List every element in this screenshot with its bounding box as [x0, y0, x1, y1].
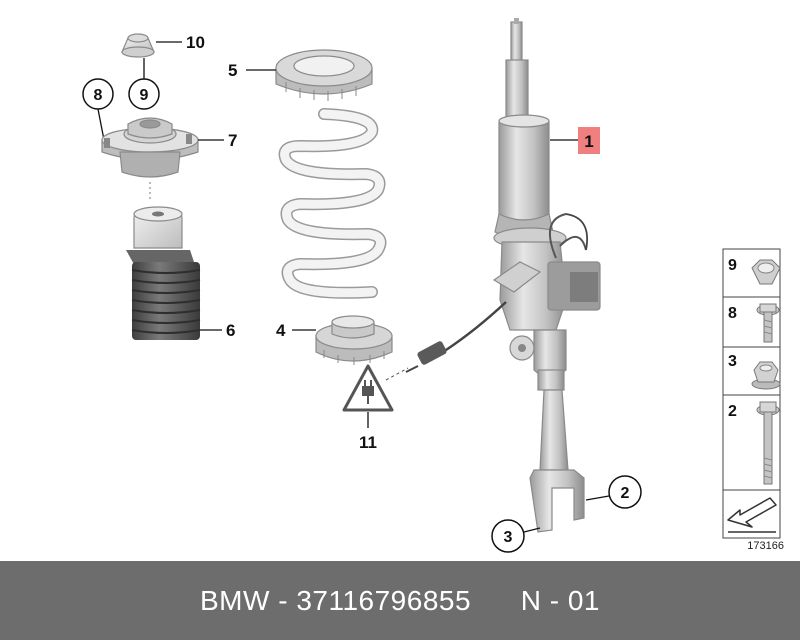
leader-3	[523, 527, 541, 533]
callout-5: 5	[228, 61, 237, 80]
part-10-cap	[121, 33, 155, 58]
hardware-label-2: 2	[728, 403, 737, 420]
diagram-reference-number: 173166	[747, 540, 784, 552]
part-4-lower-spring-seat	[315, 315, 393, 365]
flange-nut-icon	[751, 361, 781, 390]
footer-brand: BMW	[200, 584, 270, 616]
footer-separator: -	[269, 584, 297, 616]
hardware-label-9: 9	[728, 257, 737, 274]
callout-3: 3	[504, 529, 513, 546]
long-bolt-icon	[756, 401, 780, 485]
callout-1: 1	[584, 132, 593, 151]
callout-11: 11	[359, 433, 377, 452]
part-7-strut-mount	[101, 117, 199, 200]
footer-gap	[471, 585, 521, 617]
hardware-label-8: 8	[728, 305, 737, 322]
callout-10: 10	[186, 33, 205, 52]
part-info-footer: BMW - 37116796855 N - 01	[0, 561, 800, 640]
hardware-label-3: 3	[728, 353, 737, 370]
exploded-parts-diagram: 10 8 9 7 6	[82, 18, 781, 553]
part-5-upper-spring-seat	[275, 49, 373, 101]
callout-circle-2	[608, 475, 642, 509]
callout-6: 6	[226, 321, 235, 340]
callout-2: 2	[621, 485, 630, 502]
callout-4: 4	[276, 321, 286, 340]
part-11-electrical-connector-symbol	[342, 364, 409, 428]
coil-spring	[278, 108, 387, 299]
part-6-dust-boot	[126, 206, 201, 340]
leader-8	[97, 108, 105, 141]
callout-circle-3	[491, 519, 525, 553]
callout-8: 8	[94, 87, 103, 104]
nut-icon	[751, 259, 781, 285]
leader-2	[585, 495, 610, 501]
callout-9: 9	[140, 87, 149, 104]
part-1-strut-assembly	[405, 18, 601, 533]
callout-7: 7	[228, 131, 237, 150]
short-bolt-icon	[756, 303, 780, 343]
footer-part-number: 37116796855	[296, 584, 472, 616]
footer-position-code: N - 01	[520, 584, 600, 616]
arrow-icon[interactable]	[727, 497, 777, 533]
hardware-panel: 9 8 3 2	[722, 248, 781, 539]
callout-1-highlight	[578, 127, 600, 154]
